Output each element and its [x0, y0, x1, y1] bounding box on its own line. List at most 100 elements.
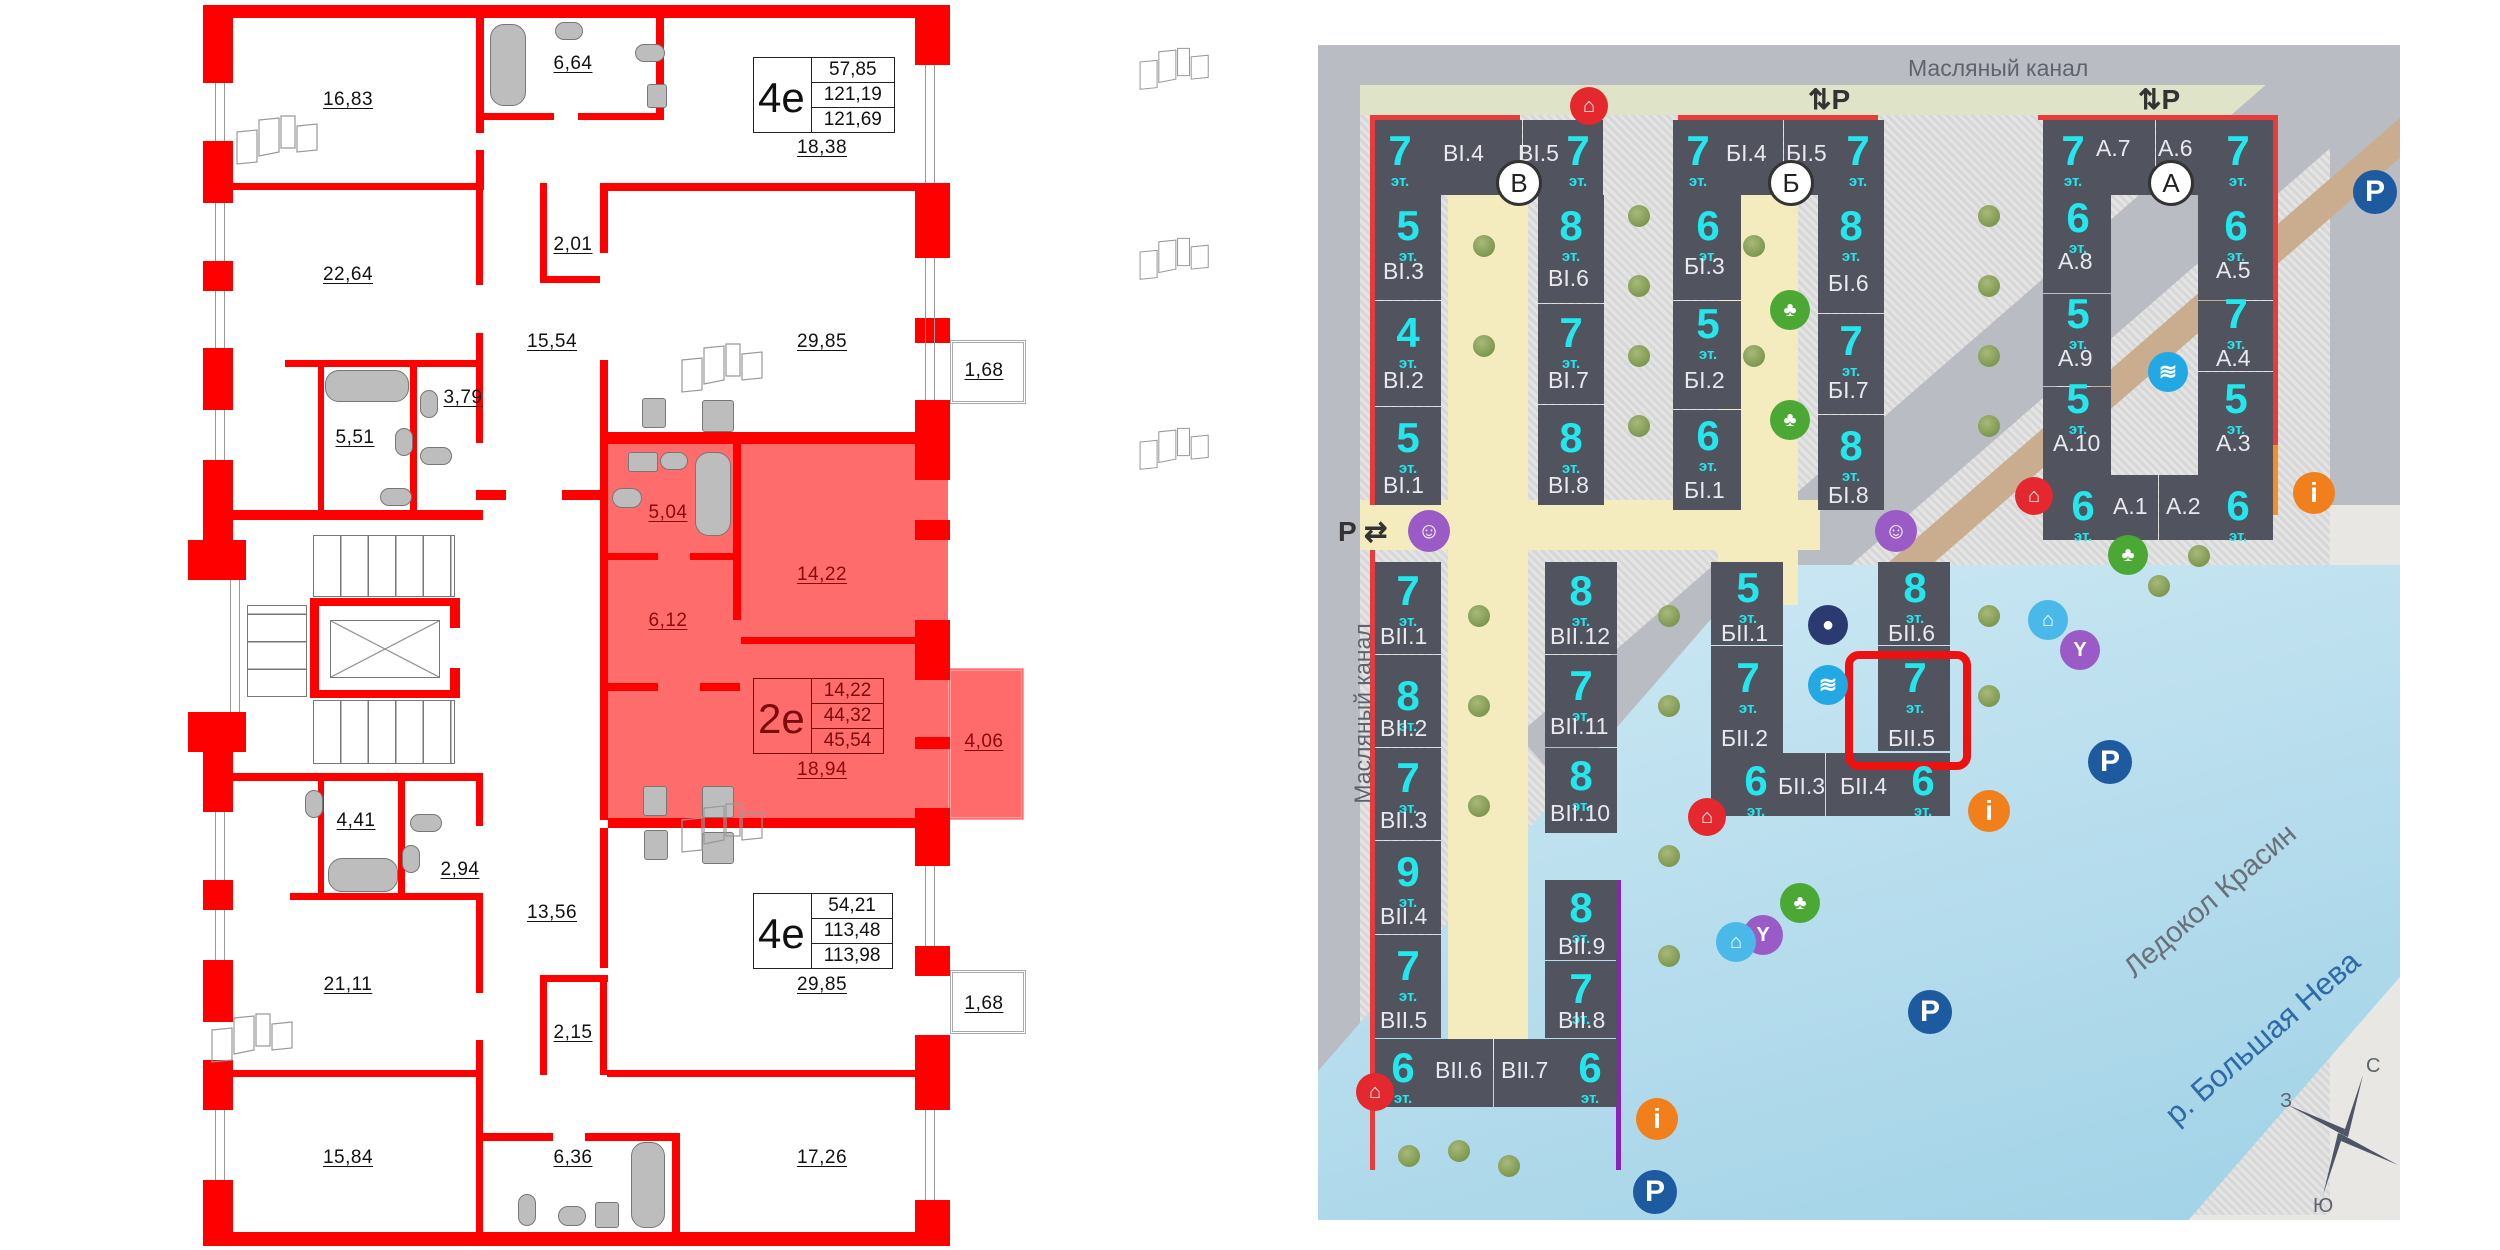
entrance-arch-icon[interactable]: ⌂ — [1356, 1073, 1394, 1111]
stove[interactable] — [702, 786, 734, 818]
park-bench-icon[interactable]: ♣ — [2108, 535, 2148, 575]
building-A.1[interactable] — [2043, 475, 2158, 540]
apartment-info-4e-bottom[interactable]: 4e 54,21 113,48 113,98 — [753, 893, 894, 969]
park-bench-icon[interactable]: ♣ — [1770, 400, 1810, 440]
building-BI.2[interactable] — [1673, 301, 1741, 409]
building-BI.7[interactable] — [1818, 314, 1884, 414]
building-VI.6[interactable] — [1538, 195, 1604, 303]
building-A.2[interactable] — [2159, 475, 2273, 540]
building-A.5[interactable] — [2198, 195, 2273, 300]
logo-watermark — [681, 343, 763, 393]
info-icon[interactable]: i — [1968, 790, 2010, 832]
kitchen-sink[interactable] — [643, 786, 667, 816]
yoga-area-icon[interactable]: ☺ — [1408, 510, 1450, 552]
building-BI.6[interactable] — [1818, 195, 1884, 313]
building-A.10[interactable] — [2043, 387, 2111, 475]
building-BI.1[interactable] — [1673, 410, 1741, 510]
sink[interactable] — [660, 452, 688, 470]
selected-apartment-fill[interactable] — [600, 432, 948, 820]
entrance-arch-icon[interactable]: ⌂ — [1688, 798, 1726, 836]
toilet[interactable] — [612, 488, 642, 508]
entrance-arch-icon[interactable]: ⌂ — [2015, 477, 2053, 515]
building-BII.3[interactable] — [1711, 753, 1825, 816]
wall-right-2 — [915, 183, 950, 258]
room-area-selected[interactable]: 18,94 — [796, 759, 848, 780]
parking-icon[interactable]: P — [2088, 740, 2132, 784]
parking-entry[interactable]: ⇅P — [2138, 84, 2181, 115]
building-VII.12[interactable] — [1545, 562, 1617, 654]
building-VII.6[interactable] — [1375, 1039, 1493, 1107]
building-VII.2[interactable] — [1375, 655, 1441, 747]
building-A.4[interactable] — [2198, 301, 2273, 371]
room-area-selected[interactable]: 4,06 — [964, 731, 1004, 752]
yoga-area-icon[interactable]: ☺ — [1875, 510, 1917, 552]
building-VI.3[interactable] — [1375, 195, 1441, 300]
parking-entry[interactable]: ⇅P — [1808, 84, 1851, 115]
playground-icon[interactable]: ⌂ — [2028, 600, 2068, 640]
building-A.3[interactable] — [2198, 372, 2273, 475]
room-area-selected[interactable]: 5,04 — [648, 502, 688, 523]
compass-north: С — [2366, 1055, 2381, 1077]
entrance-arch-icon[interactable]: ⌂ — [1570, 87, 1608, 125]
building-BII.1[interactable] — [1711, 562, 1783, 645]
building-VII.5[interactable] — [1375, 935, 1441, 1038]
parking-icon[interactable]: P — [1908, 990, 1952, 1034]
tree — [1978, 605, 2000, 627]
section-label: ВII.9 — [1558, 933, 1606, 959]
building-A.8[interactable] — [2043, 195, 2111, 293]
apartment-info-4e-top[interactable]: 4e 57,85 121,19 121,69 — [753, 57, 895, 133]
spa-stones-icon[interactable]: ● — [1808, 605, 1848, 645]
building-A.7[interactable] — [2043, 120, 2155, 195]
playground-icon[interactable]: ⌂ — [1716, 922, 1756, 962]
room-area-selected[interactable]: 6,12 — [648, 610, 688, 631]
parking-icon[interactable]: P — [2353, 170, 2397, 214]
building-BII.5[interactable] — [1878, 646, 1950, 751]
bathtub[interactable] — [695, 452, 731, 536]
workout-area-icon[interactable]: Y — [2060, 630, 2100, 670]
building-VII.11[interactable] — [1545, 655, 1617, 747]
window — [230, 580, 240, 712]
building-BII.2[interactable] — [1711, 646, 1783, 753]
selected-building-frame[interactable] — [1845, 651, 1971, 770]
room-area-selected[interactable]: 14,22 — [796, 564, 848, 585]
info-icon[interactable]: i — [2293, 472, 2335, 514]
selected-apartment-balcony[interactable] — [948, 668, 1024, 820]
washing-machine[interactable] — [628, 452, 658, 472]
building-BI.8[interactable] — [1818, 415, 1884, 510]
logo-watermark — [1139, 427, 1209, 470]
queue-marker-b[interactable]: Б — [1768, 160, 1814, 206]
building-BI.4[interactable] — [1673, 120, 1783, 195]
compass-rose-icon — [2288, 1075, 2398, 1195]
tree — [1628, 275, 1650, 297]
pool-icon[interactable]: ≋ — [1808, 665, 1848, 705]
pool-icon[interactable]: ≋ — [2148, 352, 2188, 392]
building-A.9[interactable] — [2043, 294, 2111, 386]
building-VII.3[interactable] — [1375, 748, 1441, 840]
building-VI.1[interactable] — [1375, 407, 1441, 505]
building-VII.10[interactable] — [1545, 748, 1617, 833]
building-BI.3[interactable] — [1673, 195, 1741, 300]
building-VI.7[interactable] — [1538, 304, 1604, 404]
apartment-info-2e-selected[interactable]: 2e 14,22 44,32 45,54 — [753, 678, 885, 754]
boundary-red — [2273, 115, 2278, 445]
parking-entry[interactable]: P ⇄ — [1338, 516, 1388, 547]
queue-marker-a[interactable]: А — [2148, 160, 2194, 206]
building-VII.8[interactable] — [1545, 961, 1617, 1038]
parking-icon[interactable]: P — [1633, 1170, 1677, 1214]
building-VII.9[interactable] — [1545, 880, 1617, 960]
building-VI.2[interactable] — [1375, 301, 1441, 406]
queue-marker-v[interactable]: В — [1496, 160, 1542, 206]
building-VII.4[interactable] — [1375, 841, 1441, 934]
park-bench-icon[interactable]: ♣ — [1770, 290, 1810, 330]
info-icon[interactable]: i — [1636, 1098, 1678, 1140]
building-VII.1[interactable] — [1375, 562, 1441, 654]
building-BII.6[interactable] — [1878, 562, 1950, 645]
building-VII.7[interactable] — [1494, 1039, 1617, 1107]
park-bench-icon[interactable]: ♣ — [1780, 883, 1820, 923]
building-VI.8[interactable] — [1538, 405, 1604, 505]
